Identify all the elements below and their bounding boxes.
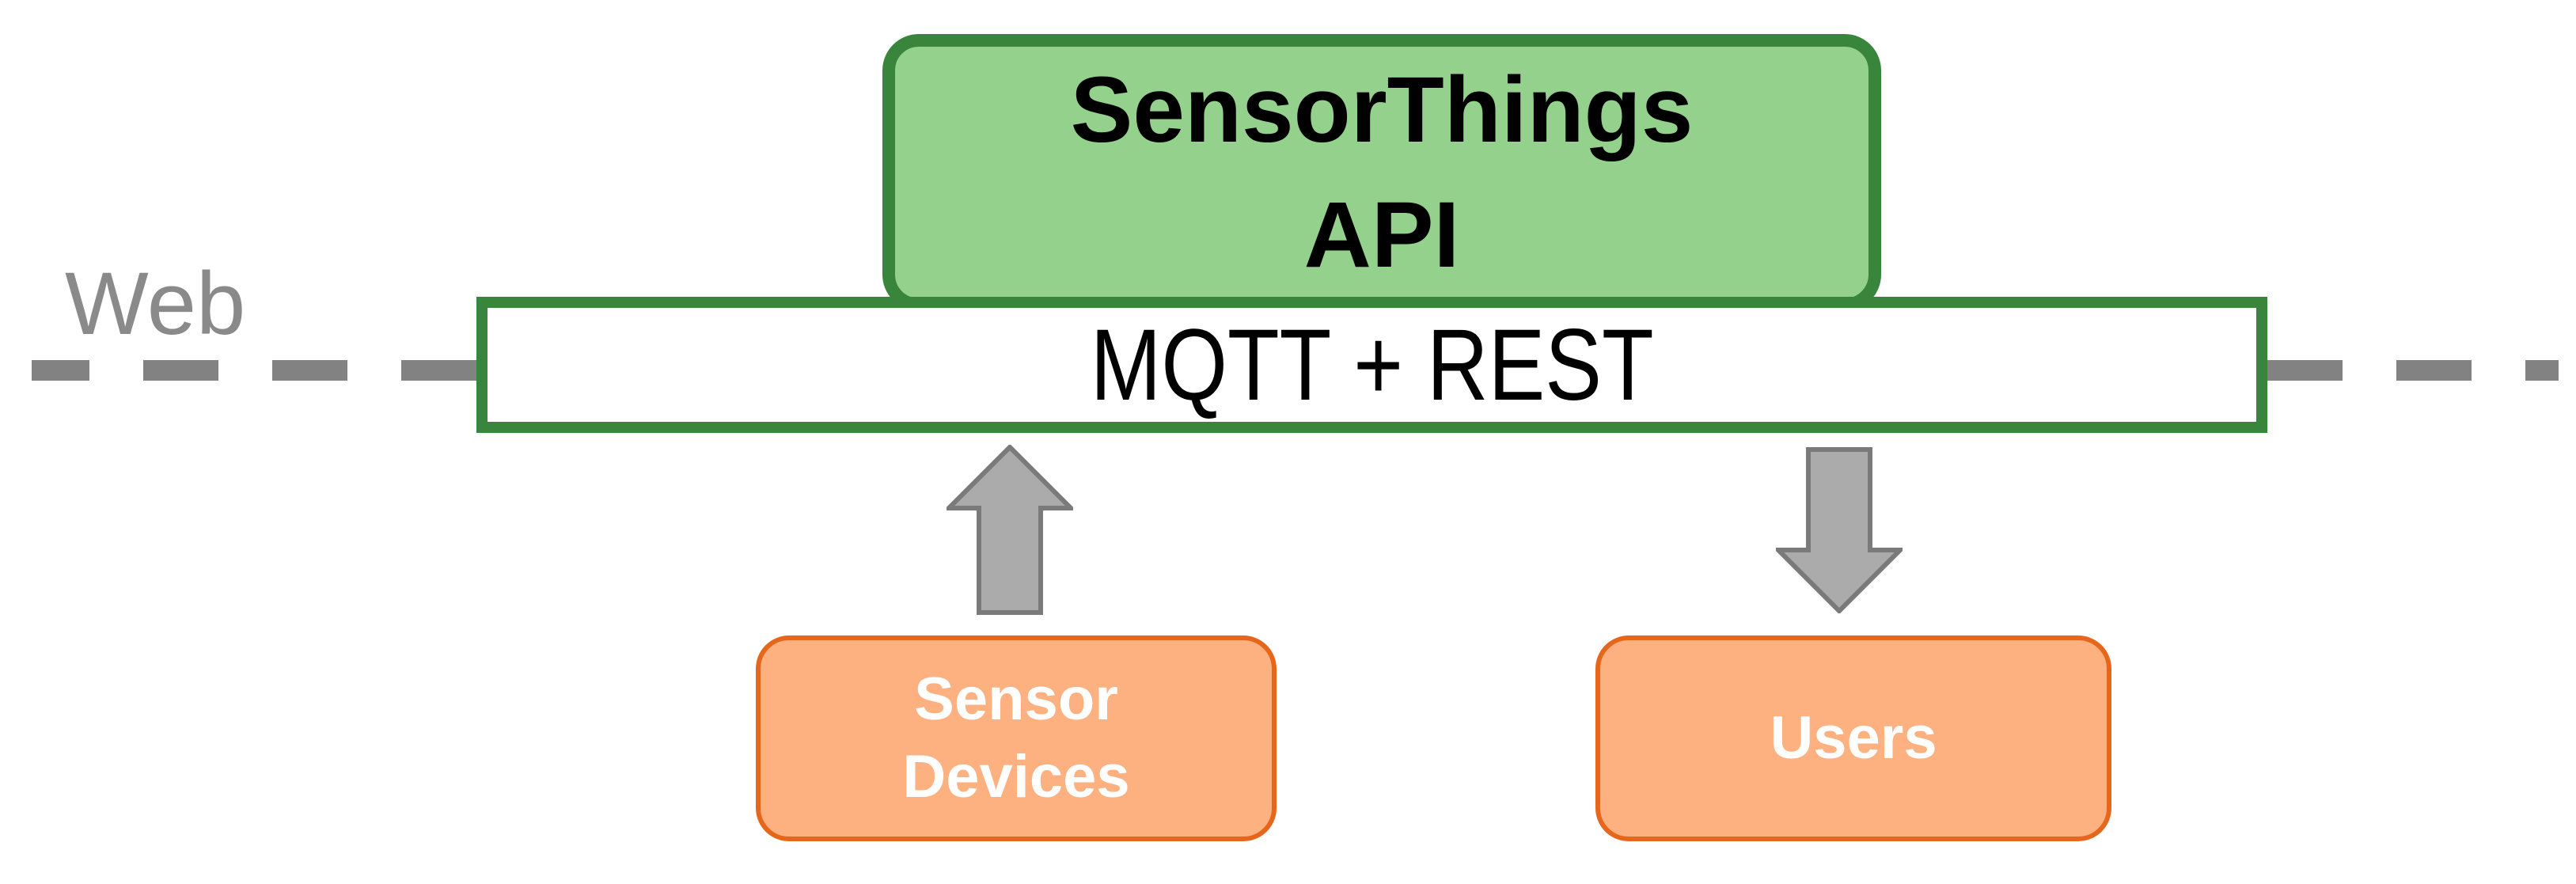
web-boundary-dash-right	[2267, 360, 2559, 381]
arrow-down-icon	[1776, 447, 1903, 613]
sensorthings-api-box: SensorThings API	[882, 34, 1881, 311]
arrow-up-icon	[947, 445, 1073, 615]
sensor-devices-label-line-2: Devices	[902, 743, 1130, 810]
api-box-title-line-2: API	[1303, 183, 1460, 287]
users-label: Users	[1770, 704, 1937, 772]
web-label: Web	[65, 254, 246, 353]
users-box: Users	[1595, 635, 2111, 841]
sensor-devices-box: Sensor Devices	[756, 635, 1277, 841]
sensor-devices-label-line-1: Sensor	[914, 666, 1118, 733]
mqtt-rest-bar: MQTT + REST	[476, 297, 2267, 433]
protocol-bar-label: MQTT + REST	[1090, 308, 1654, 422]
api-box-title-line-1: SensorThings	[1070, 58, 1694, 162]
web-boundary-dash-left	[32, 360, 476, 381]
